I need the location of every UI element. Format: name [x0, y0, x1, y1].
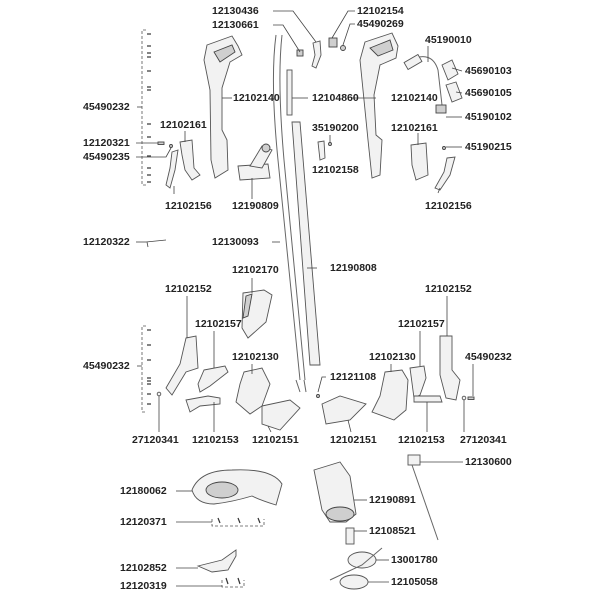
- part-label-12104860: 12104860: [312, 92, 359, 104]
- left-handle-housing: [203, 35, 243, 179]
- part-label-12120371: 12120371: [120, 516, 167, 528]
- pin-12120321: [157, 141, 165, 145]
- lever-right: [434, 156, 456, 191]
- part-label-12130600: 12130600: [465, 456, 512, 468]
- housing-12102152-right: [439, 335, 461, 401]
- housing-12102151-left: [261, 399, 301, 431]
- bracket-12102852: [196, 549, 237, 573]
- part-label-45190215: 45190215: [465, 141, 512, 153]
- part-label-12190808: 12190808: [330, 262, 377, 274]
- part-label-35190200: 35190200: [312, 122, 359, 134]
- part-label-45490235: 45490235: [83, 151, 130, 163]
- cover-12102157-left: [197, 365, 229, 393]
- switch-housing-right: [410, 142, 429, 181]
- part-label-12102152-right: 12102152: [425, 283, 472, 295]
- part-label-45490232-mid-left: 45490232: [83, 360, 130, 372]
- part-label-12102130-right: 12102130: [369, 351, 416, 363]
- screw-35190200: [328, 142, 332, 146]
- nut-45190215: [442, 146, 446, 150]
- spring-12108521: [345, 527, 355, 545]
- housing-12102130-left: [235, 367, 271, 415]
- part-label-12102130-left: 12102130: [232, 351, 279, 363]
- connector-12130600: [407, 454, 421, 466]
- clip-12130661: [296, 49, 304, 57]
- washer-27120341-left: [156, 391, 162, 397]
- rail-12190808: [291, 121, 321, 366]
- part-label-12102157-left: 12102157: [195, 318, 242, 330]
- part-label-45490232-top: 45490232: [83, 101, 130, 113]
- spool-13001780: [347, 551, 377, 569]
- housing-12102151-right: [321, 395, 367, 425]
- part-label-12102151-left: 12102151: [252, 434, 299, 446]
- tube-12104860: [286, 69, 293, 116]
- part-label-12108521: 12108521: [369, 525, 416, 537]
- washer-27120341-right: [461, 395, 467, 401]
- lever-left: [165, 149, 179, 189]
- part-label-12102152-left: 12102152: [165, 283, 212, 295]
- part-label-12102156-left: 12102156: [165, 200, 212, 212]
- lever-12102153-left: [185, 395, 221, 413]
- housing-12102152-left: [165, 335, 199, 396]
- plug-45690103: [441, 59, 459, 81]
- part-label-12180062: 12180062: [120, 485, 167, 497]
- screws-12120371: [211, 517, 265, 527]
- part-label-12102161-left: 12102161: [160, 119, 207, 131]
- plug-45190102: [435, 104, 447, 114]
- part-label-12120321: 12120321: [83, 137, 130, 149]
- part-label-45190010: 45190010: [425, 34, 472, 46]
- part-label-27120341-left: 27120341: [132, 434, 179, 446]
- part-label-12102153-right: 12102153: [398, 434, 445, 446]
- part-label-12102157-right: 12102157: [398, 318, 445, 330]
- part-label-12130093: 12130093: [212, 236, 259, 248]
- screw-45490232-right: [467, 396, 475, 400]
- part-label-12190891: 12190891: [369, 494, 416, 506]
- clip-12130436: [311, 40, 322, 69]
- part-label-45490269: 45490269: [357, 18, 404, 30]
- washer-45490235: [169, 144, 173, 148]
- part-label-12102154: 12102154: [357, 5, 404, 17]
- screws-12120319: [221, 577, 245, 588]
- part-label-12102852: 12102852: [120, 562, 167, 574]
- part-label-12190809: 12190809: [232, 200, 279, 212]
- part-label-12105058: 12105058: [391, 576, 438, 588]
- button-12102158: [317, 140, 326, 161]
- part-label-13001780: 13001780: [391, 554, 438, 566]
- part-label-12102153-left: 12102153: [192, 434, 239, 446]
- part-label-45690103: 45690103: [465, 65, 512, 77]
- spring-45490269: [340, 45, 346, 51]
- connector-12121108: [316, 394, 320, 398]
- part-label-27120341-right: 27120341: [460, 434, 507, 446]
- switch-housing-left: [179, 139, 201, 181]
- part-label-12130661: 12130661: [212, 19, 259, 31]
- plug-45690105: [445, 81, 463, 103]
- part-label-45690105: 45690105: [465, 87, 512, 99]
- part-label-12102170: 12102170: [232, 264, 279, 276]
- part-label-45190102: 45190102: [465, 111, 512, 123]
- cover-12102157-right: [409, 365, 427, 399]
- part-label-12120322: 12120322: [83, 236, 130, 248]
- part-label-12102161-right: 12102161: [391, 122, 438, 134]
- switch-12102154: [328, 37, 338, 48]
- part-label-12102140-left: 12102140: [233, 92, 280, 104]
- right-handle-housing: [359, 32, 399, 179]
- leader-lines: [136, 10, 474, 587]
- housing-12102130-right: [371, 369, 409, 421]
- part-label-12121108: 12121108: [330, 371, 377, 383]
- screw-set-mid-left: [141, 325, 151, 413]
- spool-cap-12105058: [339, 574, 369, 590]
- cable-12130093: [272, 34, 301, 381]
- part-label-12130436: 12130436: [212, 5, 259, 17]
- part-label-12102151-right: 12102151: [330, 434, 377, 446]
- part-label-45490232-mid-right: 45490232: [465, 351, 512, 363]
- power-cord-45190010: [403, 53, 463, 114]
- part-label-12102140-right: 12102140: [391, 92, 438, 104]
- part-label-12102158: 12102158: [312, 164, 359, 176]
- part-label-12102156-right: 12102156: [425, 200, 472, 212]
- lever-12102153-right: [413, 395, 443, 403]
- screw-set-top-left: [141, 29, 151, 186]
- part-label-12120319: 12120319: [120, 580, 167, 592]
